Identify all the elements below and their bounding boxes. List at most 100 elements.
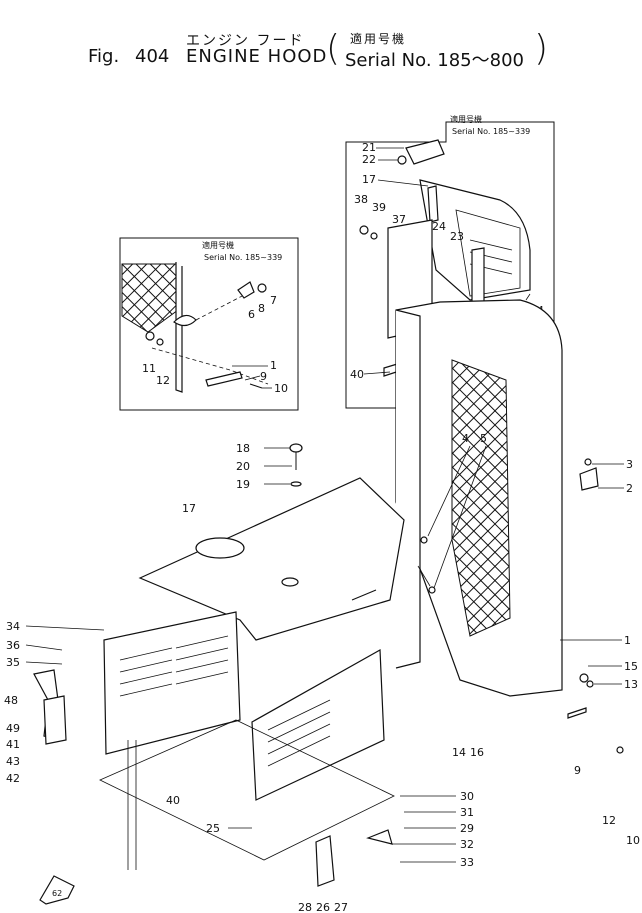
left-inset-callout: 1 xyxy=(270,359,277,372)
page-marker: 62 xyxy=(39,875,75,905)
left-inset-bracket xyxy=(237,281,255,299)
left-inset-serial-en: Serial No. 185~339 xyxy=(204,253,282,262)
right-inset-serial-jp: 適用号機 xyxy=(450,114,482,124)
left-inset: 適用号機 Serial No. 185~339 6 8 7 1 9 11 12 … xyxy=(119,237,299,411)
serial-japanese: 適用号機 xyxy=(350,32,407,46)
left-inset-washer-12 xyxy=(156,338,164,346)
right-inset-callout: 40 xyxy=(350,368,364,381)
leader-34 xyxy=(25,625,105,631)
rear-hood-grille xyxy=(451,359,511,637)
cap-18 xyxy=(289,443,303,453)
left-inset-nut-11 xyxy=(145,331,155,341)
lower-side-panel xyxy=(251,648,385,801)
callout: 34 xyxy=(6,620,20,633)
callout: 5 xyxy=(480,432,487,445)
left-panel-louver-5 xyxy=(175,635,229,649)
right-inset-callout: 22 xyxy=(362,153,376,166)
right-inset-callout: 17 xyxy=(362,173,376,186)
right-inset-leader-40 xyxy=(363,371,391,375)
right-inset-callout: 24 xyxy=(432,220,446,233)
left-inset-leader-9 xyxy=(244,375,261,381)
right-inset-frame xyxy=(345,121,555,409)
callout: 41 xyxy=(6,738,20,751)
callout: 30 xyxy=(460,790,474,803)
right-inset-serial-en: Serial No. 185~339 xyxy=(452,127,530,136)
rear-hood-latch xyxy=(417,565,431,587)
callout: 9 xyxy=(574,764,581,777)
right-bolt-12 xyxy=(616,746,624,754)
figure-label: Fig. xyxy=(88,46,120,67)
callout: 36 xyxy=(6,639,20,652)
left-inset-callout: 12 xyxy=(156,374,170,387)
top-cover-cap-opening xyxy=(195,537,245,559)
left-inset-dash-b xyxy=(151,347,269,385)
lower-panel-louver-1 xyxy=(267,699,331,731)
callout: 1 xyxy=(624,634,631,647)
left-panel-louver-2 xyxy=(119,659,173,673)
left-inset-grille xyxy=(121,263,179,333)
top-cover-hole xyxy=(281,577,299,587)
callout: 43 xyxy=(6,755,20,768)
right-inset-callout: 38 xyxy=(354,193,368,206)
left-panel-louver-4 xyxy=(119,683,173,697)
figure-title: ENGINE HOOD xyxy=(186,46,328,67)
right-bolt-3 xyxy=(584,458,592,466)
left-inset-callout: 11 xyxy=(142,362,156,375)
rear-hood-left-side xyxy=(395,309,421,669)
left-inset-callout: 7 xyxy=(270,294,277,307)
lower-panel-louver-3 xyxy=(267,723,331,755)
right-inset-hood-body xyxy=(419,179,531,301)
left-inset-side-panel xyxy=(175,262,183,393)
left-inset-plate-9 xyxy=(205,371,243,387)
page-marker-arrow-icon xyxy=(39,875,75,905)
left-inset-bolt-10 xyxy=(249,383,263,389)
left-inset-washer xyxy=(257,283,267,293)
left-inset-dash-a xyxy=(195,293,247,321)
callout: 32 xyxy=(460,838,474,851)
callout: 10 xyxy=(626,834,640,847)
figure-number: 404 xyxy=(135,46,170,67)
right-inset-bolt-22 xyxy=(397,155,407,165)
right-inset-bracket-21 xyxy=(405,139,445,165)
left-inset-callout: 8 xyxy=(258,302,265,315)
right-inset-side xyxy=(455,209,521,297)
right-inset-hinge-17 xyxy=(427,185,439,223)
serial-range: Serial No. 185～800 xyxy=(345,50,524,71)
rear-hood-bolt-4 xyxy=(420,536,428,544)
paren-close: ) xyxy=(534,28,549,69)
angle-frame xyxy=(99,719,395,861)
left-panel-louver-6 xyxy=(175,647,229,661)
callout: 3 xyxy=(626,458,633,471)
callout: 33 xyxy=(460,856,474,869)
callout: 48 xyxy=(4,694,18,707)
callout: 28 xyxy=(298,901,312,913)
callout: 17 xyxy=(182,502,196,515)
callout: 49 xyxy=(6,722,20,735)
left-panel-louver-1 xyxy=(119,647,173,661)
left-side-panel xyxy=(103,611,241,755)
right-inset-callout: 23 xyxy=(450,230,464,243)
left-inset-callout: 6 xyxy=(248,308,255,321)
leader-36 xyxy=(25,644,63,651)
right-inset-leader-17 xyxy=(377,179,429,187)
right-inset-callout: 21 xyxy=(362,141,376,154)
callout: 29 xyxy=(460,822,474,835)
right-nut-15 xyxy=(579,673,589,683)
main-assembly: 18 20 19 4 5 3 2 17 34 36 35 48 49 41 43… xyxy=(4,299,640,913)
callout: 42 xyxy=(6,772,20,785)
callout: 2 xyxy=(626,482,633,495)
lower-panel-louver-2 xyxy=(267,711,331,743)
right-bracket-2 xyxy=(579,467,599,491)
right-inset-bolt-38 xyxy=(359,225,369,235)
callout: 13 xyxy=(624,678,638,691)
latch-body xyxy=(43,695,67,745)
lower-latch-32 xyxy=(366,829,393,845)
callout: 15 xyxy=(624,660,638,673)
callout: 16 xyxy=(470,746,484,759)
callout: 19 xyxy=(236,478,250,491)
leader-4 xyxy=(427,445,471,537)
callout: 31 xyxy=(460,806,474,819)
right-inset-washer-39 xyxy=(370,232,378,240)
left-panel-louver-7 xyxy=(175,659,229,673)
